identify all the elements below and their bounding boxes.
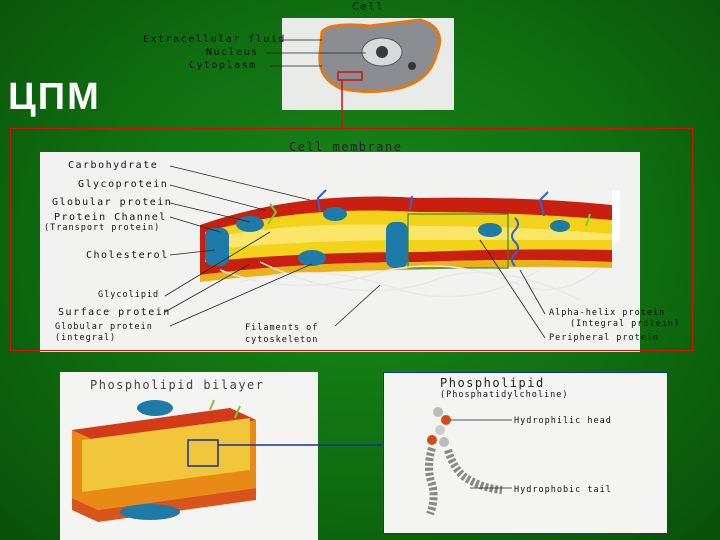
- label-hydrophobic-tail: Hydrophobic tail: [514, 485, 612, 495]
- label-cholesterol: Cholesterol: [86, 250, 169, 261]
- membrane-title: Cell membrane: [289, 140, 403, 154]
- label-integral: (integral): [55, 333, 117, 343]
- white-marker: [612, 190, 620, 242]
- label-surface-protein: Surface protein: [58, 307, 171, 318]
- label-integral-protein: (Integral protein): [570, 319, 681, 329]
- label-hydrophilic-head: Hydrophilic head: [514, 416, 612, 426]
- label-nucleus: Nucleus: [206, 47, 259, 58]
- label-alpha-helix-protein: Alpha-helix protein: [549, 308, 666, 318]
- bilayer-title: Phospholipid bilayer: [90, 378, 265, 392]
- phospholipid-subtitle: (Phosphatidylcholine): [440, 390, 569, 400]
- label-protein-channel: Protein Channel: [54, 212, 167, 223]
- label-filaments-of: Filaments of: [245, 323, 319, 333]
- membrane-leader-lines: [164, 165, 546, 339]
- phospholipid-title: Phospholipid: [440, 376, 545, 390]
- label-globular-protein: Globular protein: [52, 197, 173, 208]
- label-extracellular-fluid: Extracellular fluid: [143, 34, 286, 45]
- bilayer-illustration: [72, 399, 383, 522]
- label-cytoplasm: Cytoplasm: [189, 60, 257, 71]
- label-cytoskeleton: cytoskeleton: [245, 335, 319, 345]
- label-carbohydrate: Carbohydrate: [68, 160, 159, 171]
- label-globular-protein-integral: Globular protein: [55, 322, 153, 332]
- membrane-slab: [200, 189, 612, 301]
- cell-illustration: [266, 18, 441, 130]
- label-peripheral-protein: Peripheral protein: [549, 333, 660, 343]
- phospholipid-molecule: [425, 407, 512, 516]
- label-glycoprotein: Glycoprotein: [78, 179, 169, 190]
- label-transport-protein: (Transport protein): [44, 223, 161, 233]
- slide-title: ЦПМ: [8, 76, 101, 118]
- membrane-highlight-frame: [10, 128, 693, 351]
- cell-title: Cell: [352, 0, 385, 13]
- label-glycolipid: Glycolipid: [98, 290, 160, 300]
